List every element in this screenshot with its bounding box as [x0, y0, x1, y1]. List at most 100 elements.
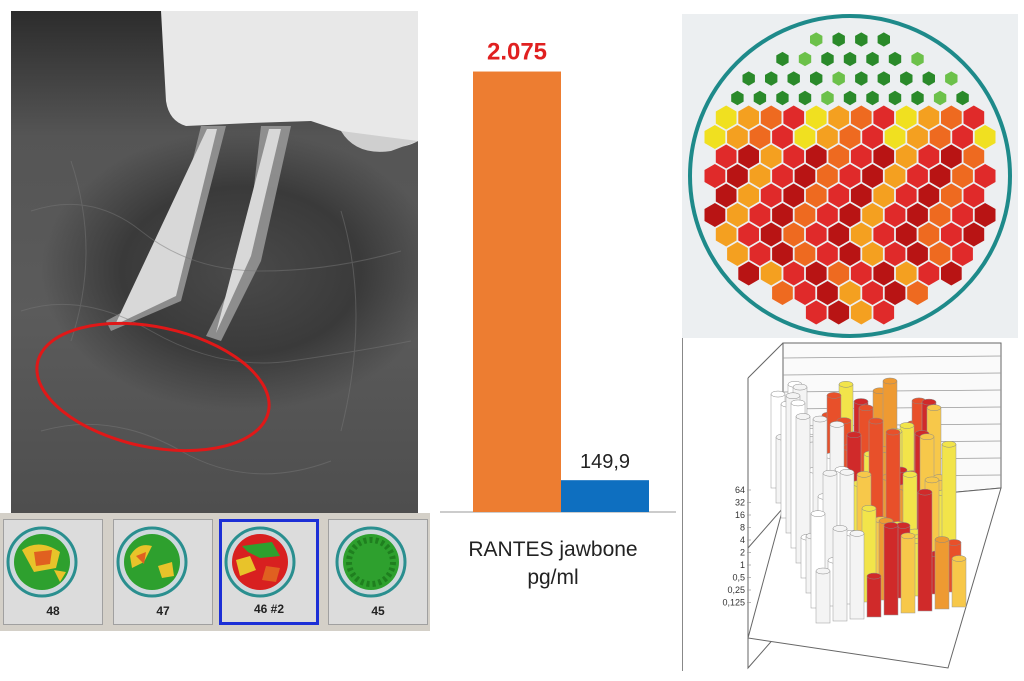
thumbnail-45[interactable]: 45 — [328, 519, 428, 625]
tick-label: 64 — [735, 485, 745, 495]
thumbnail-48[interactable]: 48 — [3, 519, 103, 625]
hex-cell — [772, 242, 793, 266]
caption-line-1: RANTES jawbone — [468, 538, 638, 561]
hex-cell — [805, 105, 827, 130]
hex-cell — [738, 144, 759, 169]
hex-cell — [918, 144, 940, 169]
hex-cell — [704, 164, 726, 188]
hex-cell — [828, 261, 850, 286]
hex-cell — [783, 105, 805, 130]
thumbnail-label: 48 — [46, 604, 60, 618]
hex-cell — [895, 261, 917, 286]
bar-reference — [561, 480, 649, 512]
hex-cell — [850, 300, 872, 325]
hex-cell — [945, 71, 958, 86]
hex-cell — [805, 261, 827, 286]
hex-cell — [884, 125, 906, 149]
cylinder — [934, 536, 950, 610]
hex-cell — [895, 183, 917, 208]
hex-cell — [805, 144, 827, 169]
cylinder — [900, 532, 916, 614]
hex-cell — [963, 183, 985, 208]
hex-cell — [817, 164, 838, 188]
hex-cell — [866, 90, 879, 106]
hex-cell — [783, 261, 805, 286]
hex-cell — [776, 90, 789, 106]
caption-line-2: pg/ml — [527, 566, 579, 589]
crown-edge — [341, 131, 418, 152]
hex-cell — [862, 164, 883, 188]
cylinder — [832, 525, 848, 622]
hex-cell — [952, 242, 973, 266]
data-label-bar-2: 149,9 — [580, 451, 630, 473]
hex-cell — [715, 222, 737, 247]
hex-cell — [974, 125, 996, 149]
hex-cell — [828, 222, 850, 247]
thumbnail-46-2-selected[interactable]: 46 #2 — [219, 519, 319, 625]
cylinder — [883, 522, 899, 616]
hex-cell — [873, 144, 895, 169]
hex-cell — [738, 183, 759, 208]
hex-cell — [704, 125, 726, 149]
hexagon-field-map — [682, 14, 1018, 338]
hex-cell — [776, 51, 789, 67]
cylinder — [951, 555, 967, 608]
hex-cell — [855, 32, 868, 47]
hex-cell — [794, 242, 816, 266]
hex-cell — [727, 203, 748, 227]
hex-cell — [749, 242, 771, 266]
hex-cell — [963, 105, 985, 130]
tick-label: 1 — [740, 560, 745, 570]
hex-cell — [918, 105, 940, 130]
hex-cell — [862, 125, 883, 149]
hex-cell — [862, 281, 883, 305]
hex-cell — [963, 222, 985, 247]
hex-cell — [850, 105, 872, 130]
thumbnail-47[interactable]: 47 — [113, 519, 213, 625]
tick-label: 4 — [740, 535, 745, 545]
hex-cell — [839, 242, 861, 266]
hex-cell — [843, 51, 857, 67]
hex-cell — [839, 203, 861, 227]
hex-cell — [850, 144, 872, 169]
distal-root — [206, 126, 291, 341]
hex-cell — [907, 242, 928, 266]
plot-cylinders — [770, 377, 967, 624]
hex-cell — [884, 164, 906, 188]
hex-cell — [888, 51, 902, 67]
hex-cell — [884, 203, 906, 227]
hex-cell — [850, 183, 872, 208]
hex-cell — [839, 164, 861, 188]
hex-cell — [839, 281, 861, 305]
hex-cell — [918, 183, 940, 208]
hex-cell — [760, 261, 782, 286]
hex-cell — [911, 51, 924, 67]
hex-cell — [772, 203, 793, 227]
hex-cell — [794, 203, 816, 227]
tick-label: 32 — [735, 498, 745, 508]
xray-image — [11, 11, 418, 513]
hex-cell — [911, 90, 924, 106]
hex-cell — [772, 125, 793, 149]
hex-cell — [749, 164, 771, 188]
hex-cell — [862, 203, 883, 227]
hex-cell — [843, 90, 857, 106]
cylinder — [849, 530, 865, 620]
hex-cell — [727, 125, 748, 149]
hex-cell — [760, 144, 782, 169]
hex-cell — [805, 183, 827, 208]
hex-cell — [738, 222, 759, 247]
tick-label: 2 — [740, 548, 745, 558]
hex-cell — [821, 51, 834, 67]
hex-cell — [798, 51, 812, 67]
chart-caption: RANTES jawbone pg/ml — [443, 536, 663, 592]
hex-cell — [715, 144, 737, 169]
hex-cell — [873, 261, 895, 286]
hex-cell — [760, 183, 782, 208]
mesial-canal-filling — [115, 129, 217, 325]
hex-cell — [895, 222, 917, 247]
hex-cell — [731, 90, 744, 106]
crown-shape — [161, 11, 418, 148]
